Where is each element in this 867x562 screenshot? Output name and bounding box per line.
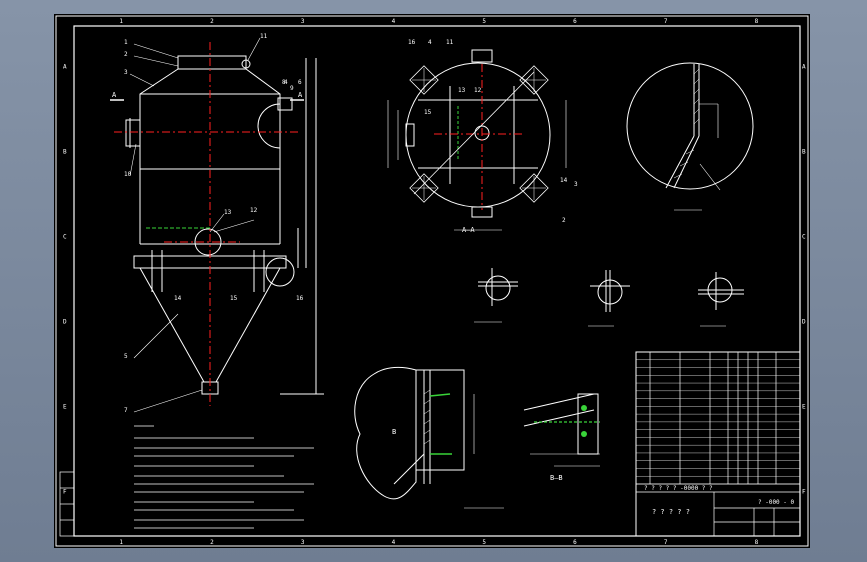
main-view-label: 12 [250, 207, 258, 214]
cloud-detail-view: B [354, 366, 504, 509]
section-mark-left: A [112, 91, 117, 99]
zone-number: 4 [392, 539, 396, 546]
zone-letter: E [802, 404, 806, 411]
zone-number: 6 [573, 539, 577, 546]
zone-letter: A [802, 64, 806, 71]
zone-number: 3 [301, 539, 305, 546]
detail-circle-view [626, 62, 754, 211]
bom-table-rows [636, 359, 800, 485]
top-view-caption: A—A [462, 226, 475, 234]
main-view-label: 4 [284, 79, 288, 86]
main-view-label: 10 [124, 171, 132, 178]
top-view-label: 4 [428, 39, 432, 46]
inner-frame [73, 25, 801, 537]
main-view-label: 3 [124, 69, 128, 76]
zone-number: 5 [482, 18, 486, 25]
zone-number: 1 [119, 18, 123, 25]
top-view-label: 13 [458, 87, 466, 94]
zone-letter: F [802, 489, 806, 496]
zone-numbers-bottom: 1 2 3 4 5 6 7 8 [119, 539, 758, 546]
main-view-label: 11 [260, 33, 268, 40]
top-view-label: 12 [474, 87, 482, 94]
technical-notes [134, 425, 314, 529]
main-view-label: 6 [298, 79, 302, 86]
main-view-label: 2 [124, 51, 128, 58]
main-view-label: 16 [296, 295, 304, 302]
zone-number: 3 [301, 18, 305, 25]
top-section-view: A—A [387, 49, 567, 234]
zone-number: 2 [210, 18, 214, 25]
b-b-section-view: B—B [523, 393, 600, 482]
main-view-label: 7 [124, 407, 128, 414]
top-view-label: 2 [562, 217, 566, 224]
zone-letter: B [802, 149, 806, 156]
zone-number: 8 [755, 18, 759, 25]
zone-number: 7 [664, 539, 668, 546]
zone-number: 2 [210, 539, 214, 546]
top-view-label: 16 [408, 39, 416, 46]
main-view-label: 8 [282, 79, 286, 86]
zone-numbers-top: 1 2 3 4 5 6 7 8 [119, 18, 758, 25]
zone-letter: E [63, 404, 67, 411]
section-caption-bb: B—B [550, 474, 563, 482]
title-block [635, 351, 801, 537]
zone-letter: D [802, 319, 806, 326]
main-view-label: 13 [224, 209, 232, 216]
main-view-label: 14 [174, 295, 182, 302]
zone-letters-left: A B C D E F [63, 64, 67, 496]
zone-number: 8 [755, 539, 759, 546]
zone-letter: A [63, 64, 67, 71]
zone-number: 7 [664, 18, 668, 25]
main-view-label: 15 [230, 295, 238, 302]
outer-frame [55, 15, 809, 547]
zone-letter: C [802, 234, 806, 241]
zone-number: 5 [482, 539, 486, 546]
section-mark-right: A [298, 91, 303, 99]
top-view-label: 14 [560, 177, 568, 184]
sheet-number: ? -000 - 0 [758, 499, 795, 506]
revision-block [59, 471, 75, 537]
main-view-label: 1 [124, 39, 128, 46]
main-elevation-view: A A [110, 37, 324, 413]
zone-letters-right: A B C D E F [802, 64, 806, 496]
small-detail-views [474, 268, 744, 327]
top-view-label: 11 [446, 39, 454, 46]
top-view-label: 3 [574, 181, 578, 188]
top-view-label: 15 [424, 109, 432, 116]
zone-number: 6 [573, 18, 577, 25]
title-question-row: ? ? ? ? ? -0000 ? ? [644, 485, 713, 492]
zone-number: 1 [119, 539, 123, 546]
main-view-label: 9 [290, 85, 294, 92]
top-view-labels: 16 4 11 13 12 15 14 3 2 [408, 39, 578, 224]
zone-letter: C [63, 234, 67, 241]
section-mark-b: B [392, 428, 396, 436]
zone-letter: D [63, 319, 67, 326]
zone-number: 4 [392, 18, 396, 25]
zone-letter: B [63, 149, 67, 156]
main-view-label: 5 [124, 353, 128, 360]
zone-letter: F [63, 489, 67, 496]
drawing-name: ? ? ? ? ? [652, 508, 690, 516]
